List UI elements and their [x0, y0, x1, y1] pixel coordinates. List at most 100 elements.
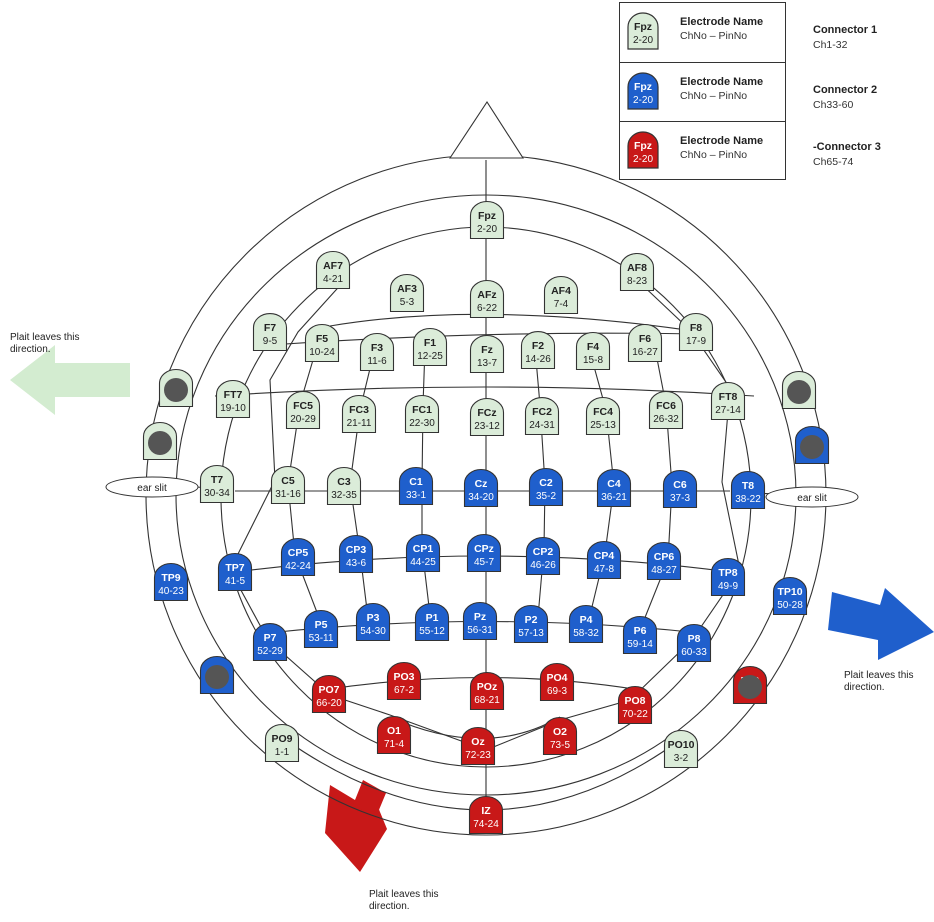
- electrode-name: F1: [424, 337, 436, 349]
- electrode-channel-pin: 59-14: [627, 639, 653, 650]
- svg-text:2-20: 2-20: [633, 154, 653, 165]
- electrode-name: F5: [316, 333, 328, 345]
- electrode-channel-pin: 38-22: [735, 494, 761, 505]
- electrode-name: F7: [264, 322, 276, 334]
- electrode-name: FC3: [349, 404, 369, 416]
- electrode-channel-pin: 53-11: [309, 633, 334, 644]
- electrode-name: C2: [539, 477, 553, 489]
- electrode-obscured-67: [794, 425, 830, 465]
- electrode-channel-pin: 3-2: [674, 753, 689, 764]
- electrode-channel-pin: 33-1: [406, 490, 426, 501]
- electrode-channel-pin: 19-10: [220, 403, 246, 414]
- electrode-channel-pin: 7-4: [554, 299, 569, 310]
- electrode-name: P4: [580, 614, 593, 626]
- svg-text:Fpz: Fpz: [634, 21, 652, 33]
- electrode-name: FC2: [532, 406, 552, 418]
- electrode-name: AF7: [323, 260, 343, 272]
- electrode-p4: P4 58-32: [568, 604, 604, 644]
- electrode-channel-pin: 16-27: [632, 347, 658, 358]
- electrode-channel-pin: 1-1: [275, 747, 290, 758]
- redaction-dot: [164, 378, 188, 402]
- electrode-fc1: FC1 22-30: [404, 394, 440, 434]
- electrode-channel-pin: 10-24: [309, 347, 335, 358]
- electrode-name: Oz: [471, 736, 484, 748]
- connector-1-label: Connector 1 Ch1-32: [813, 24, 878, 51]
- electrode-name: FC1: [412, 404, 432, 416]
- electrode-channel-pin: 2-20: [477, 224, 497, 235]
- electrode-f2: F2 14-26: [520, 330, 556, 370]
- electrode-name: AF8: [627, 262, 647, 274]
- electrode-channel-pin: 45-7: [474, 557, 494, 568]
- electrode-name: PO3: [393, 671, 414, 683]
- electrode-name: FC6: [656, 400, 676, 412]
- electrode-channel-pin: 22-30: [409, 418, 435, 429]
- electrode-name: TP10: [777, 586, 802, 598]
- electrode-p10: P10: [732, 665, 768, 705]
- electrode-name: CP6: [654, 551, 675, 563]
- electrode-channel-pin: 24-31: [529, 420, 555, 431]
- legend-pin-format: ChNo – PinNo: [680, 149, 748, 161]
- electrode-name: CP3: [346, 544, 367, 556]
- electrode-name: TP9: [161, 572, 180, 584]
- electrode-channel-pin: 30-34: [204, 488, 230, 499]
- svg-text:Fpz: Fpz: [634, 140, 652, 152]
- legend-swatch-connector-1: Fpz 2-20: [627, 12, 659, 50]
- electrode-name: C1: [409, 476, 423, 488]
- electrode-name: CPz: [474, 543, 494, 555]
- electrode-channel-pin: 21-11: [347, 418, 372, 429]
- electrode-channel-pin: 34-20: [468, 492, 494, 503]
- electrode-channel-pin: 14-26: [525, 354, 551, 365]
- electrode-name: F2: [532, 340, 544, 352]
- electrode-name: TP8: [718, 567, 737, 579]
- electrode-channel-pin: 58-32: [573, 628, 599, 639]
- svg-text:Fpz: Fpz: [634, 81, 652, 93]
- electrode-name: CP5: [288, 547, 309, 559]
- electrode-channel-pin: 74-24: [473, 819, 499, 830]
- legend-row-connector-3: Fpz 2-20 Electrode Name ChNo – PinNo: [620, 121, 785, 178]
- legend-pin-format: ChNo – PinNo: [680, 30, 748, 42]
- electrode-channel-pin: 50-28: [777, 600, 803, 611]
- electrode-channel-pin: 9-5: [263, 336, 278, 347]
- electrode-po3: PO3 67-2: [386, 661, 422, 701]
- electrode-name: AF3: [397, 283, 417, 295]
- electrode-name: P2: [525, 614, 538, 626]
- electrode-name: IZ: [481, 805, 491, 817]
- electrode-channel-pin: 67-2: [394, 685, 414, 696]
- electrode-channel-pin: 6-22: [477, 303, 497, 314]
- electrode-name: CP4: [594, 550, 615, 562]
- electrode-name: O2: [553, 726, 567, 738]
- electrode-name: O1: [387, 725, 401, 737]
- electrode-channel-pin: 26-32: [653, 414, 679, 425]
- electrode-channel-pin: 66-20: [316, 698, 342, 709]
- legend-swatch-connector-2: Fpz 2-20: [627, 72, 659, 110]
- ear-slit-left: [105, 476, 199, 498]
- electrode-name: P5: [315, 619, 328, 631]
- electrode-channel-pin: 20-29: [290, 414, 316, 425]
- electrode-name: CP1: [413, 543, 434, 555]
- electrode-channel-pin: 70-22: [622, 709, 648, 720]
- electrode-channel-pin: 35-2: [536, 491, 556, 502]
